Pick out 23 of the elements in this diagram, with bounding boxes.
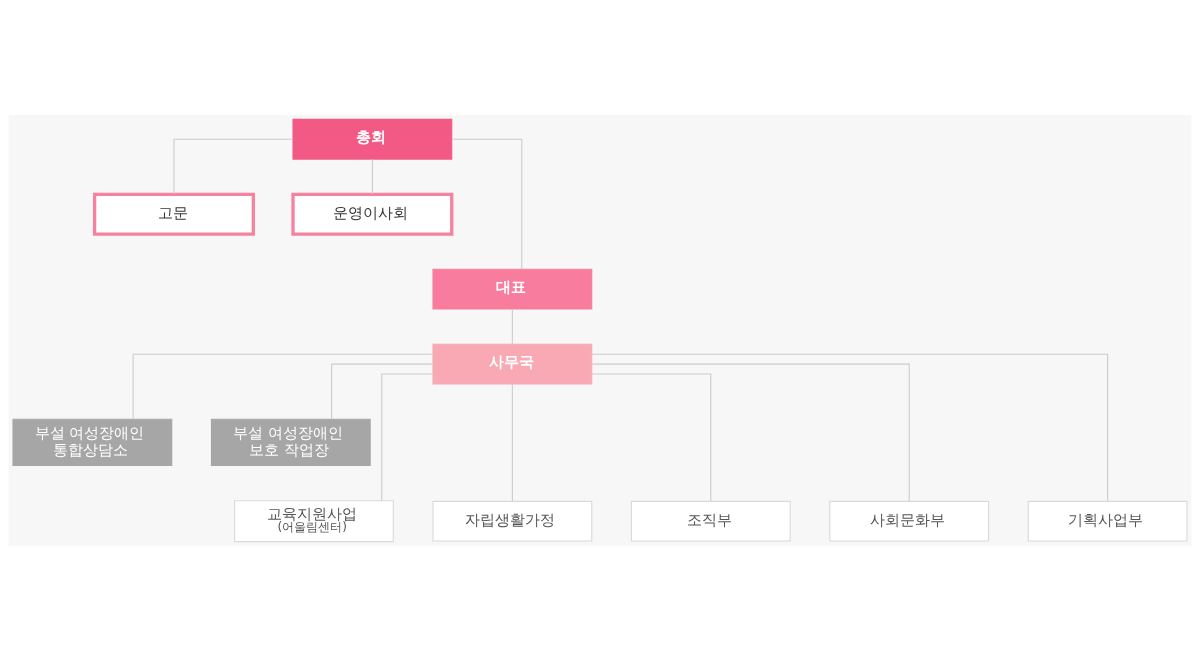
connector (591, 353, 1109, 502)
connector (381, 373, 434, 501)
node-box: 기획사업부 (1027, 500, 1188, 542)
connector (591, 363, 910, 502)
connector (511, 382, 513, 502)
node-box: 총회 (292, 118, 453, 160)
connector (511, 308, 513, 345)
node-box: 조직부 (630, 500, 791, 542)
node-box: 사무국 (432, 343, 593, 384)
node-box: 운영이사회 (291, 192, 454, 236)
node-box: 사회문화부 (829, 500, 990, 542)
connector (173, 138, 294, 195)
node-box: 부설 여성장애인 통합상담소 (12, 418, 173, 466)
connector (591, 373, 712, 502)
node-box: 자립생활가정 (432, 500, 593, 542)
connector (451, 138, 523, 270)
node-box: 대표 (432, 268, 593, 310)
node-box: 교육지원사업 (어울림센터) (234, 499, 394, 542)
node-box: 고문 (92, 192, 255, 236)
connector (371, 158, 373, 195)
node-box: 부설 여성장애인 보호 작업장 (210, 418, 371, 466)
connector (132, 353, 434, 420)
connector (331, 363, 434, 419)
